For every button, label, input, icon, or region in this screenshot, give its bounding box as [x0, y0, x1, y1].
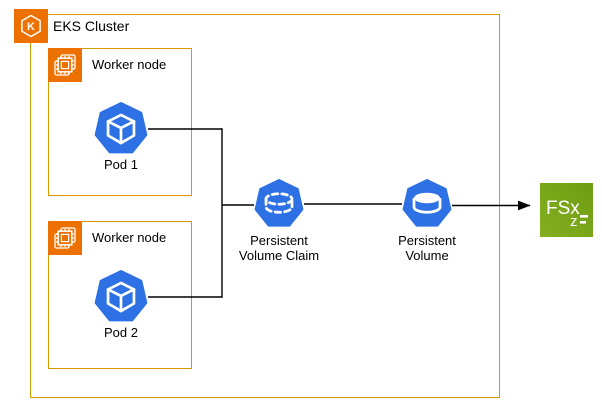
compute-chip-icon [48, 221, 82, 255]
pod-2-label: Pod 2 [104, 325, 138, 340]
persistent-volume-label: Persistent Volume [377, 233, 477, 263]
fsx-icon-text: FSx [546, 198, 580, 219]
kubernetes-pod-icon [94, 270, 148, 322]
eks-kubernetes-icon: K [14, 9, 48, 43]
persistent-volume-claim-icon [254, 179, 304, 227]
fsx-icon-subscript: z [570, 213, 578, 230]
fsx-openzfs-icon: FSx z [540, 183, 593, 237]
persistent-volume-icon [402, 179, 452, 227]
kubernetes-pod-icon [94, 102, 148, 154]
pv-label-line1: Persistent [398, 233, 456, 248]
pvc-label-line1: Persistent [250, 233, 308, 248]
persistent-volume-claim-label: Persistent Volume Claim [224, 233, 334, 263]
worker-node-1-label: Worker node [92, 57, 167, 72]
pv-label-line2: Volume [405, 248, 449, 263]
pod-1-label: Pod 1 [104, 157, 138, 172]
compute-chip-icon [48, 48, 82, 82]
eks-icon-letter: K [27, 21, 35, 33]
pvc-label-line2: Volume Claim [238, 248, 320, 263]
worker-node-2-label: Worker node [92, 230, 167, 245]
worker-node-box-1 [48, 48, 192, 196]
eks-cluster-label: EKS Cluster [53, 18, 130, 34]
